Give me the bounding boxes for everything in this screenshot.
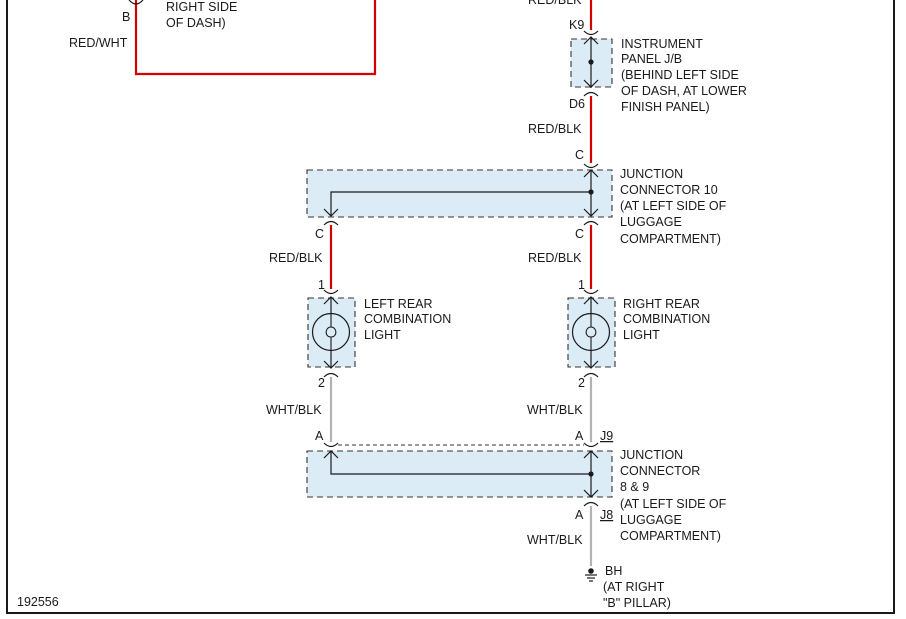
instrument-panel-label-3: (BEHIND LEFT SIDE: [621, 68, 739, 82]
connector-cap: [323, 372, 339, 378]
connector-arrow: [323, 360, 339, 369]
jc89-label-4: (AT LEFT SIDE OF: [620, 497, 727, 511]
ground-label-1: BH: [605, 564, 622, 578]
connector-cap: [583, 220, 599, 226]
left-light-label-3: LIGHT: [364, 328, 401, 342]
connector-arrow: [323, 208, 339, 217]
jc89-pin-right-bottom: A: [575, 508, 584, 522]
jc89-label-1: JUNCTION: [620, 448, 683, 462]
internal-wire: [330, 451, 591, 475]
ground-label-2: (AT RIGHT: [603, 580, 665, 594]
instrument-panel-label-1: INSTRUMENT: [621, 37, 703, 51]
connector-cap: [583, 289, 599, 295]
bulb-filament: [585, 313, 597, 351]
instrument-panel-label-4: OF DASH, AT LOWER: [621, 84, 747, 98]
top-partial-wire-color: RED/WHT: [69, 36, 128, 50]
wire-right-upper-color: RED/BLK: [528, 251, 582, 265]
connector-cap: [583, 91, 599, 97]
connector-arrow: [583, 79, 599, 88]
jc89-pin-right-top: A: [575, 429, 584, 443]
jc10-label-1: JUNCTION: [620, 167, 683, 181]
jc10-label-4: LUGGAGE: [620, 215, 682, 229]
jc89-label-2: CONNECTOR: [620, 464, 700, 478]
red-wht-wire: [134, 0, 377, 76]
top-partial-component: B RED/WHT RIGHT SIDE OF DASH): [69, 0, 377, 76]
top-partial-pin: B: [122, 10, 130, 24]
left-light-pin-top: 1: [318, 278, 325, 292]
jc89-j8: J8: [600, 508, 613, 522]
instrument-panel-label-5: FINISH PANEL): [621, 100, 710, 114]
junction-connector-8-9: A A J9 A J8 JUNCTION CONNECTOR 8 & 9 (AT…: [306, 429, 727, 543]
splice-dot: [588, 471, 594, 477]
top-partial-label-2: OF DASH): [166, 16, 226, 30]
connector-cap: [583, 442, 599, 448]
left-light-label-2: COMBINATION: [364, 312, 451, 326]
wire-ground-color: WHT/BLK: [527, 533, 583, 547]
connector-arrow: [583, 208, 599, 217]
right-light-pin-top: 1: [578, 278, 585, 292]
wire-left-lower-color: WHT/BLK: [266, 403, 322, 417]
jc10-pin-right-bottom: C: [575, 227, 584, 241]
figure-id: 192556: [17, 595, 59, 609]
connector-cap: [323, 442, 339, 448]
right-light-label-1: RIGHT REAR: [623, 297, 700, 311]
wire-right-lower-color: WHT/BLK: [527, 403, 583, 417]
instrument-panel-label-2: PANEL J/B: [621, 52, 682, 66]
connector-cap: [323, 220, 339, 226]
left-light-pin-bottom: 2: [318, 376, 325, 390]
bulb-filament: [325, 313, 337, 351]
jc10-label-5: COMPARTMENT): [620, 232, 721, 246]
clipped-wire-color: RED/BLK: [528, 0, 582, 7]
wire-left-upper-color: RED/BLK: [269, 251, 323, 265]
connector-cap: [583, 372, 599, 378]
connector-cap: [583, 163, 599, 169]
ground-dot: [588, 568, 594, 574]
jc10-pin-left-bottom: C: [315, 227, 324, 241]
top-partial-label-1: RIGHT SIDE: [166, 0, 237, 14]
jc10-label-2: CONNECTOR 10: [620, 183, 718, 197]
right-rear-combination-light: 1 2 RIGHT REAR COMBINATION LIGHT: [567, 278, 710, 390]
jc89-pin-left-top: A: [315, 429, 324, 443]
connector-cap: [323, 289, 339, 295]
junction-connector-10: C C C JUNCTION CONNECTOR 10 (AT LEFT SID…: [306, 148, 727, 246]
jc10-pin-right-top: C: [575, 148, 584, 162]
jc10-label-3: (AT LEFT SIDE OF: [620, 199, 727, 213]
instrument-panel-pin-top: K9: [569, 18, 584, 32]
left-rear-combination-light: 1 2 LEFT REAR COMBINATION LIGHT: [307, 278, 451, 390]
jc89-label-5: LUGGAGE: [620, 513, 682, 527]
right-light-label-3: LIGHT: [623, 328, 660, 342]
right-light-label-2: COMBINATION: [623, 312, 710, 326]
left-light-label-1: LEFT REAR: [364, 297, 433, 311]
internal-wire: [330, 191, 591, 216]
ground-icon: [585, 568, 597, 582]
connector-arrow: [583, 489, 599, 498]
junction-connector-10-box: [306, 169, 613, 218]
splice-dot: [588, 59, 594, 65]
connector-arrow: [583, 360, 599, 369]
jc89-label-3: 8 & 9: [620, 480, 649, 494]
connector-cap: [583, 501, 599, 507]
wire-jb-to-jc10-color: RED/BLK: [528, 122, 582, 136]
jc89-j9: J9: [600, 429, 613, 443]
instrument-panel-jb: K9 D6 INSTRUMENT PANEL J/B (BEHIND LEFT …: [569, 18, 747, 114]
instrument-panel-pin-bottom: D6: [569, 97, 585, 111]
ground-label-3: "B" PILLAR): [603, 596, 671, 610]
jc89-label-6: COMPARTMENT): [620, 529, 721, 543]
connector-cap: [583, 30, 599, 36]
diagram-frame: [6, 0, 895, 614]
connector-cap: [128, 0, 144, 5]
right-light-pin-bottom: 2: [578, 376, 585, 390]
